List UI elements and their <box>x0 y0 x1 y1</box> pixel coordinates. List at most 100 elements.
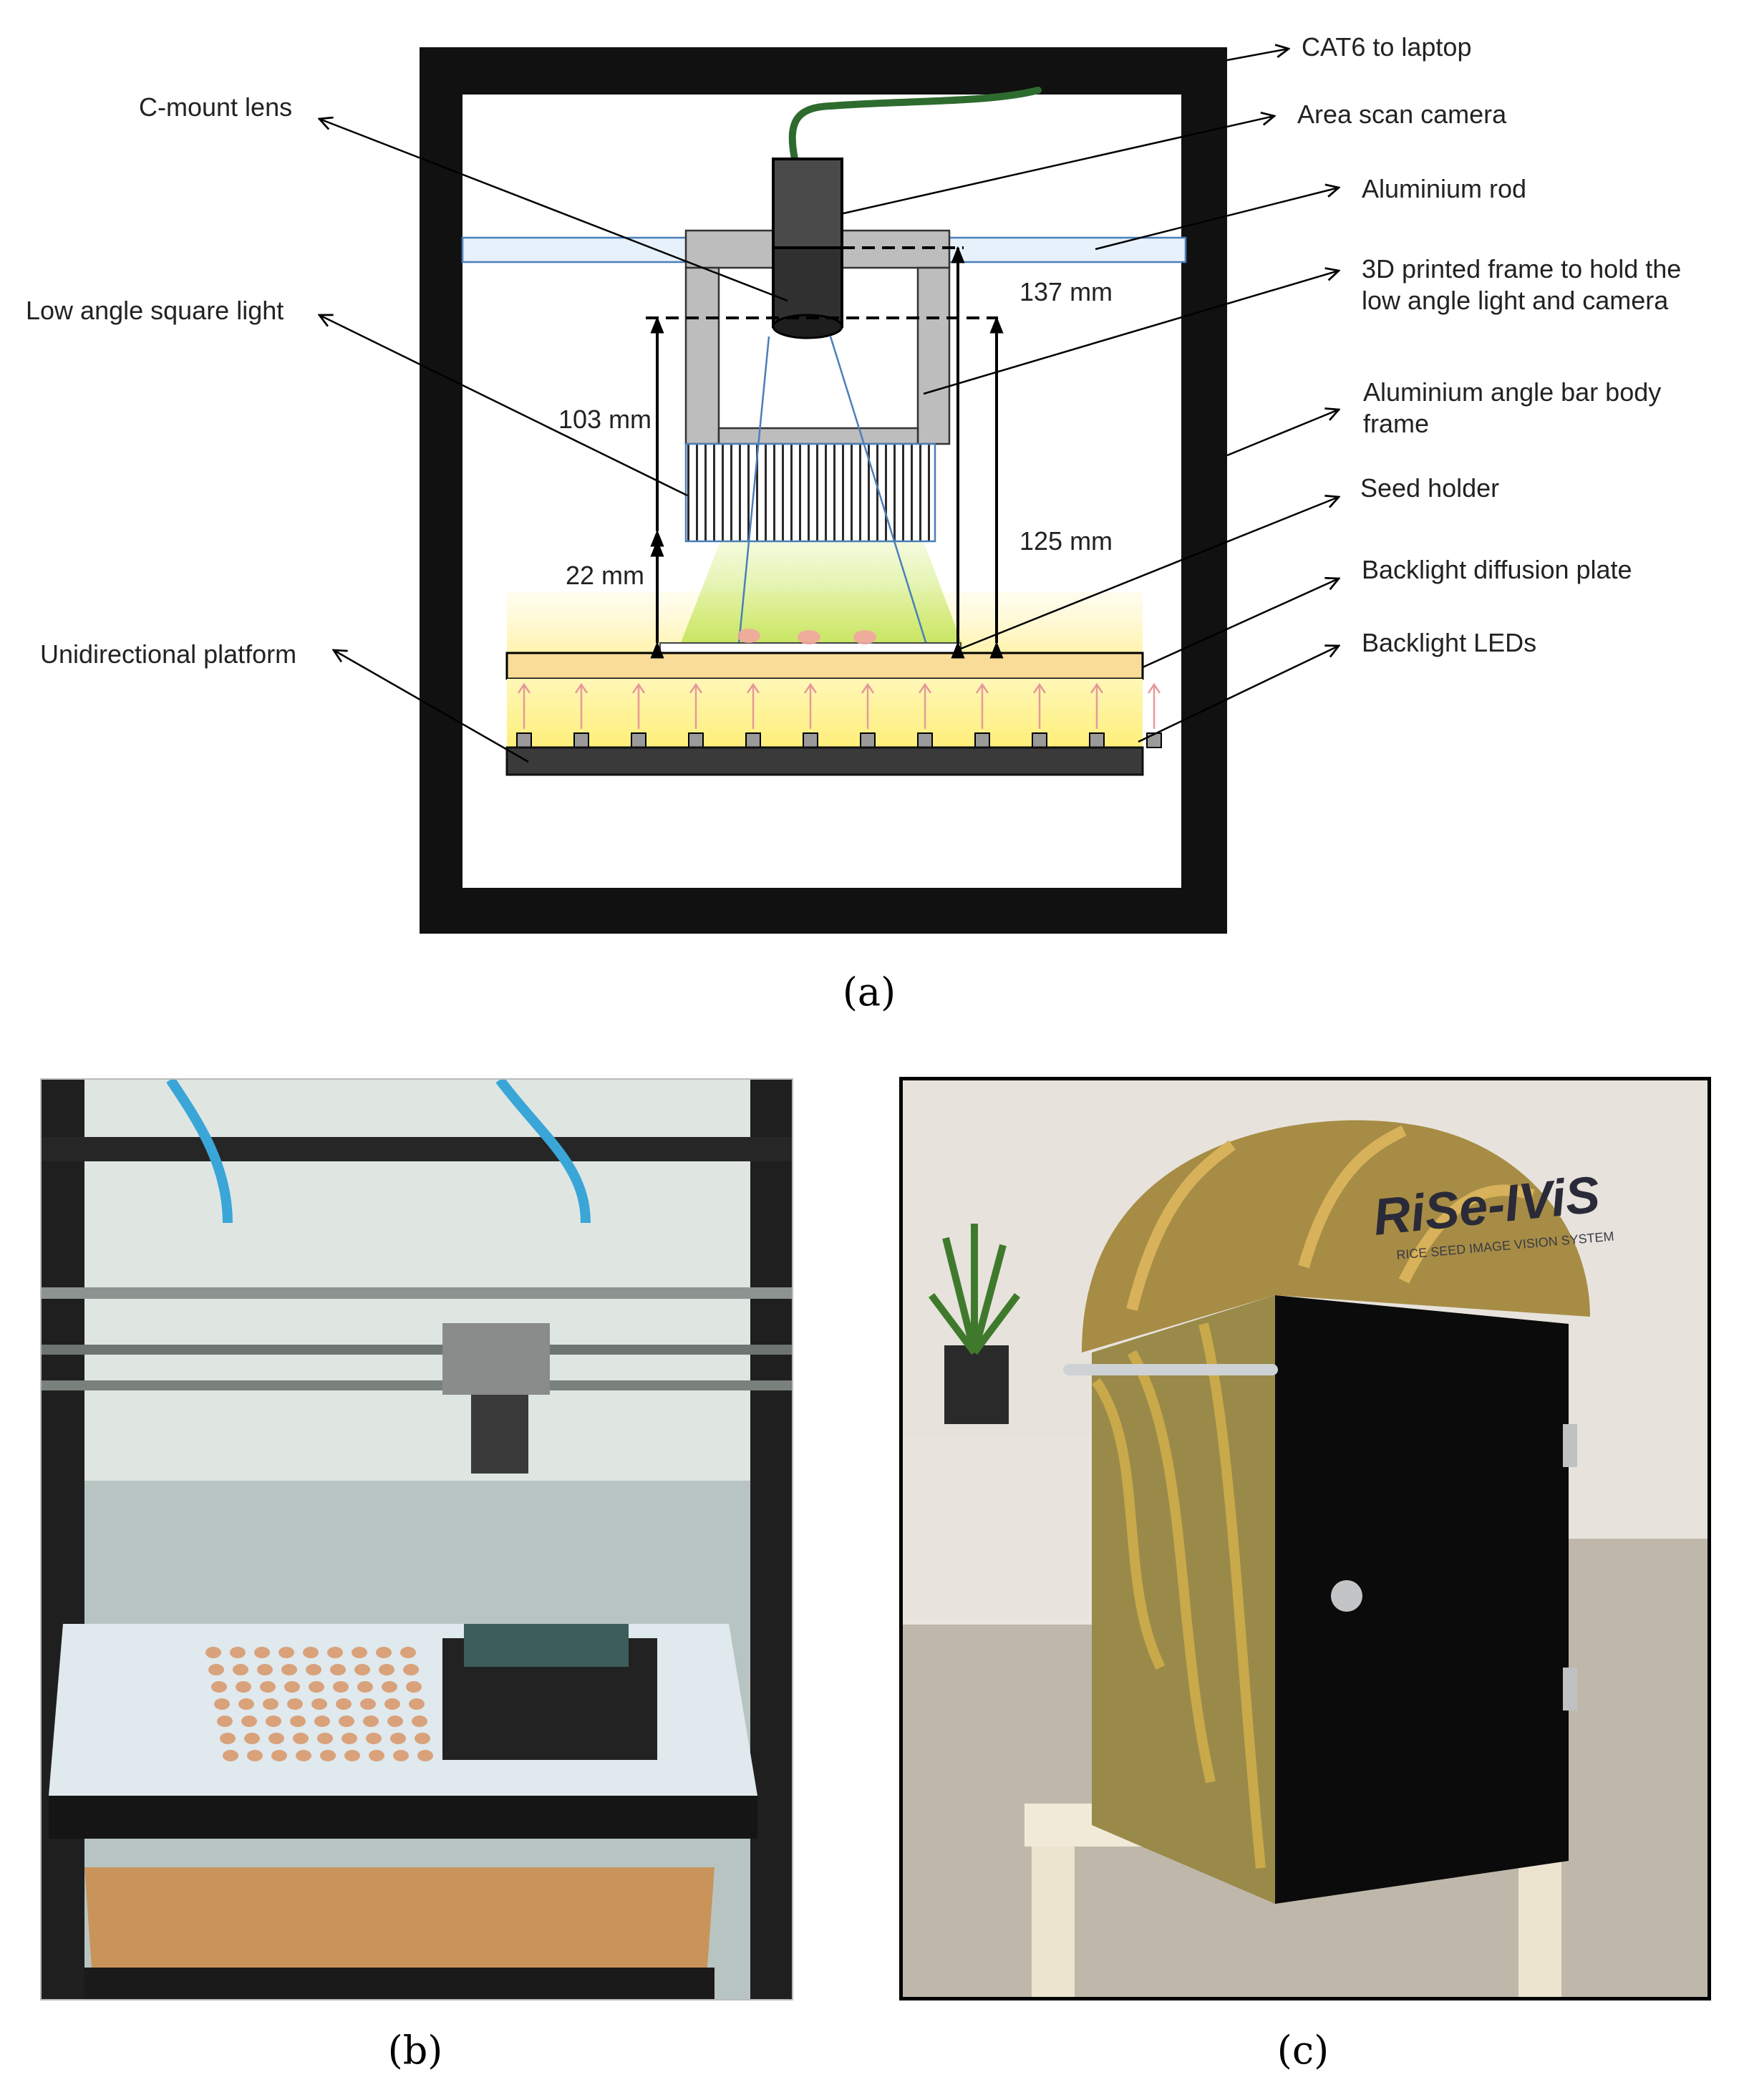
seed-sample <box>341 1733 357 1744</box>
seed-sample <box>254 1647 270 1658</box>
light-ray-head <box>517 682 531 694</box>
light-ray-head <box>861 682 875 694</box>
backlight-led <box>745 732 761 748</box>
backlight-led <box>917 732 933 748</box>
light-beam <box>680 541 962 644</box>
seed-sample <box>260 1681 276 1693</box>
label-diffusion: Backlight diffusion plate <box>1362 555 1632 584</box>
seed-sample <box>333 1681 349 1693</box>
photo-enclosure: RiSe-IViS RICE SEED IMAGE VISION SYSTEM <box>899 1077 1711 2000</box>
photo-rig <box>40 1078 793 2000</box>
seed-sample <box>393 1750 409 1761</box>
seed-sample <box>287 1698 303 1710</box>
label-body-frame-1: Aluminium angle bar body <box>1363 377 1661 407</box>
seeds <box>737 629 876 644</box>
seed-sample <box>417 1750 433 1761</box>
seed-sample <box>290 1716 306 1727</box>
seed-sample <box>247 1750 263 1761</box>
label-platform: Unidirectional platform <box>40 639 296 669</box>
seed-sample <box>236 1681 251 1693</box>
dim-125: 125 mm <box>1019 526 1113 556</box>
seed-sample <box>363 1716 379 1727</box>
light-ray-head <box>975 682 989 694</box>
seed-sample <box>384 1698 400 1710</box>
dim-103: 103 mm <box>558 405 651 434</box>
seed-sample <box>366 1733 382 1744</box>
seed-sample <box>205 1647 221 1658</box>
dim-22: 22 mm <box>566 561 644 590</box>
backlight-led <box>573 732 589 748</box>
seed-sample <box>233 1664 248 1675</box>
seed-sample <box>208 1664 224 1675</box>
dim-137: 137 mm <box>1019 277 1113 306</box>
seed-sample <box>400 1647 416 1658</box>
caption-a: (a) <box>842 969 896 1015</box>
label-lens: C-mount lens <box>139 92 292 122</box>
seed-sample <box>387 1716 403 1727</box>
seed-holder <box>659 642 961 654</box>
setup-schematic: 137 mm 103 mm 125 mm 22 mm CAT6 to lapto… <box>26 32 1681 934</box>
label-camera: Area scan camera <box>1297 100 1507 129</box>
seed-sample <box>309 1681 324 1693</box>
seed-sample <box>344 1750 360 1761</box>
seed-sample <box>352 1647 367 1658</box>
seed-sample <box>244 1733 260 1744</box>
label-leds: Backlight LEDs <box>1362 628 1536 657</box>
seed-sample <box>330 1664 346 1675</box>
seed-sample <box>220 1733 236 1744</box>
seed-sample <box>403 1664 419 1675</box>
backlight-led <box>688 732 704 748</box>
low-angle-light <box>684 442 936 543</box>
label-printed-frame-2: low angle light and camera <box>1362 286 1669 315</box>
seed-sample <box>320 1750 336 1761</box>
label-seed-holder: Seed holder <box>1360 473 1499 503</box>
seed-sample <box>257 1664 273 1675</box>
light-ray-head <box>574 682 588 694</box>
seed-sample <box>327 1647 343 1658</box>
seed-sample <box>281 1664 297 1675</box>
view-cone <box>737 336 928 645</box>
unidirectional-platform <box>505 746 1144 776</box>
seed-sample <box>211 1681 227 1693</box>
seed-sample <box>271 1750 287 1761</box>
caption-c: (c) <box>1277 2028 1329 2073</box>
seed-sample <box>263 1698 278 1710</box>
seed-sample <box>293 1733 309 1744</box>
seed-sample <box>311 1698 327 1710</box>
light-ray-head <box>631 682 646 694</box>
seed-sample <box>296 1750 311 1761</box>
seed-sample <box>382 1681 397 1693</box>
seed-sample <box>409 1698 425 1710</box>
seed-sample <box>217 1716 233 1727</box>
label-cat6: CAT6 to laptop <box>1302 32 1471 62</box>
seed-sample <box>317 1733 333 1744</box>
seed-sample <box>223 1750 238 1761</box>
label-body-frame-2: frame <box>1363 409 1429 438</box>
seed-sample <box>336 1698 352 1710</box>
seed-sample <box>314 1716 330 1727</box>
reference-lines <box>646 246 998 319</box>
seed-sample <box>284 1681 300 1693</box>
light-ray-head <box>803 682 818 694</box>
seed-sample <box>390 1733 406 1744</box>
seed-sample <box>406 1681 422 1693</box>
backlight-led <box>1032 732 1047 748</box>
seed-sample <box>369 1750 384 1761</box>
leader-lines <box>319 49 1339 763</box>
seed-sample <box>241 1716 257 1727</box>
seed-sample <box>214 1698 230 1710</box>
seed-sample <box>339 1716 354 1727</box>
seed-sample <box>306 1664 321 1675</box>
seed-sample <box>354 1664 370 1675</box>
seed-sample <box>415 1733 430 1744</box>
seed-sample <box>278 1647 294 1658</box>
backlight-led <box>631 732 646 748</box>
seed-sample <box>412 1716 427 1727</box>
label-rod: Aluminium rod <box>1362 174 1526 203</box>
camera-cable <box>788 87 1042 163</box>
area-scan-camera <box>772 158 843 339</box>
c-mount-lens <box>772 314 843 339</box>
caption-b: (b) <box>387 2028 443 2073</box>
seed-sample <box>238 1698 254 1710</box>
backlight-led <box>1146 732 1162 748</box>
